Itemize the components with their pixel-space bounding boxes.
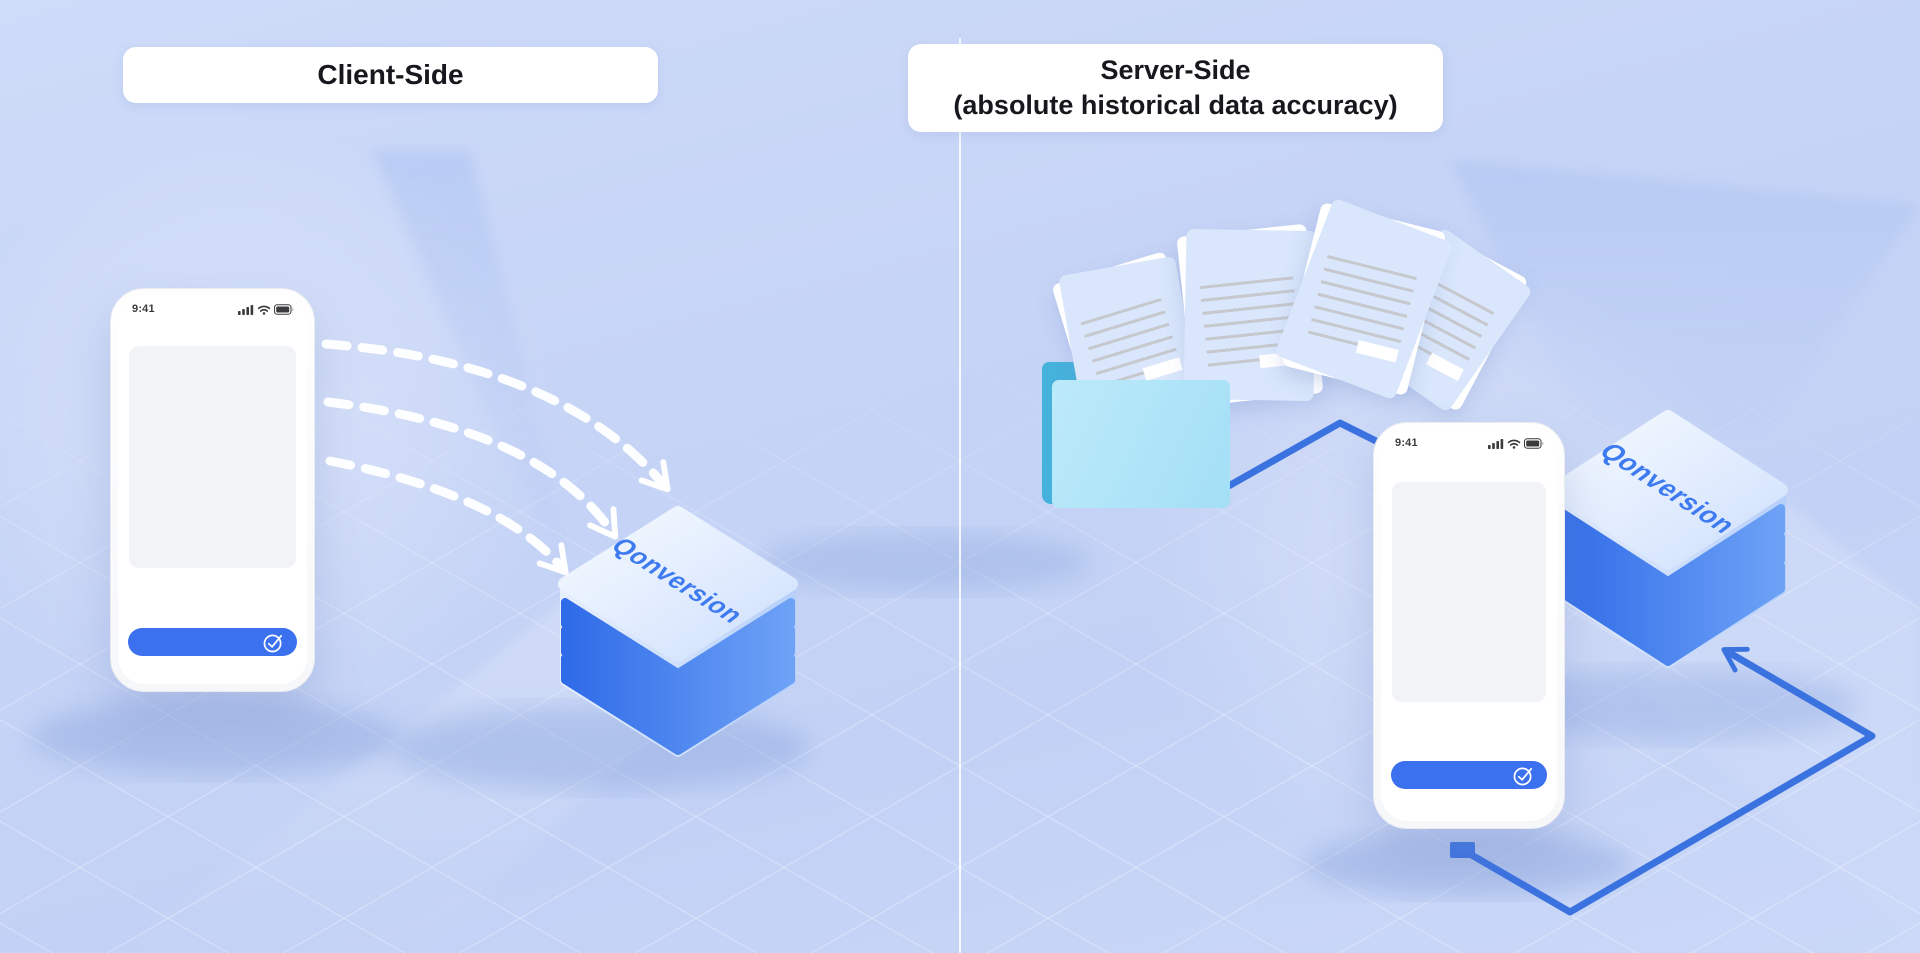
confirm-purchase-button [128,628,297,656]
dashed-arrow-1 [321,339,671,493]
status-icons [238,303,295,315]
document-text-lines [1306,255,1417,363]
client-side-title: Client-Side [317,59,464,90]
phone-screen: 9:41 [118,296,307,684]
stack-layer [561,654,795,755]
stack-body [1550,485,1786,668]
server-side-title-box: Server-Side (absolute historical data ac… [908,44,1443,132]
status-time: 9:41 [1395,437,1418,449]
battery-icon [1524,437,1544,449]
wifi-icon [257,305,271,315]
stack-layer [1551,562,1785,666]
phone-statusbar: 9:41 [132,303,295,315]
left-light-beam [372,150,578,584]
dashed-arrow-2 [323,397,619,540]
stack-top-face [1548,410,1788,570]
stack-layer [1551,504,1785,608]
check-circle-icon [263,634,283,652]
stack-shadow-left [390,706,810,790]
check-circle-icon [1513,767,1533,785]
folder-shadow [760,532,1090,592]
status-time: 9:41 [132,303,155,315]
folder-front [1052,380,1230,508]
phone-screen: 9:41 [1381,430,1557,821]
confirm-purchase-button [1391,761,1547,789]
qonversion-server-stack-right: Qonversion [1548,410,1788,668]
wifi-icon [1507,439,1521,449]
right-floor-glow [1640,500,1920,950]
server-side-phone: 9:41 [1373,422,1565,829]
client-phone: 9:41 [110,288,315,692]
phone-content-placeholder [129,346,296,568]
signal-icon [238,304,254,315]
qonversion-server-stack-left: Qonversion [558,506,798,757]
battery-icon [274,303,294,315]
dashed-arrow-3 [325,456,569,576]
phone-content-placeholder [1392,482,1546,702]
server-side-title-line2: (absolute historical data accuracy) [953,90,1398,120]
status-icons [1488,437,1545,449]
server-side-title-line1: Server-Side [1100,55,1251,85]
qonversion-logo-text: Qonversion [1593,438,1743,538]
phone-shadow-left [30,699,400,775]
stack-layer [561,626,795,727]
phone-statusbar: 9:41 [1395,437,1545,449]
stack-top-face [558,506,798,662]
stack-layer [1551,533,1785,637]
panel-divider [959,38,961,953]
stack-body [560,579,796,757]
stack-layer [561,598,795,699]
signal-icon [1488,438,1504,449]
phone-connector-port [1450,842,1475,858]
client-side-title-box: Client-Side [123,47,658,103]
qonversion-logo-text: Qonversion [605,534,750,628]
